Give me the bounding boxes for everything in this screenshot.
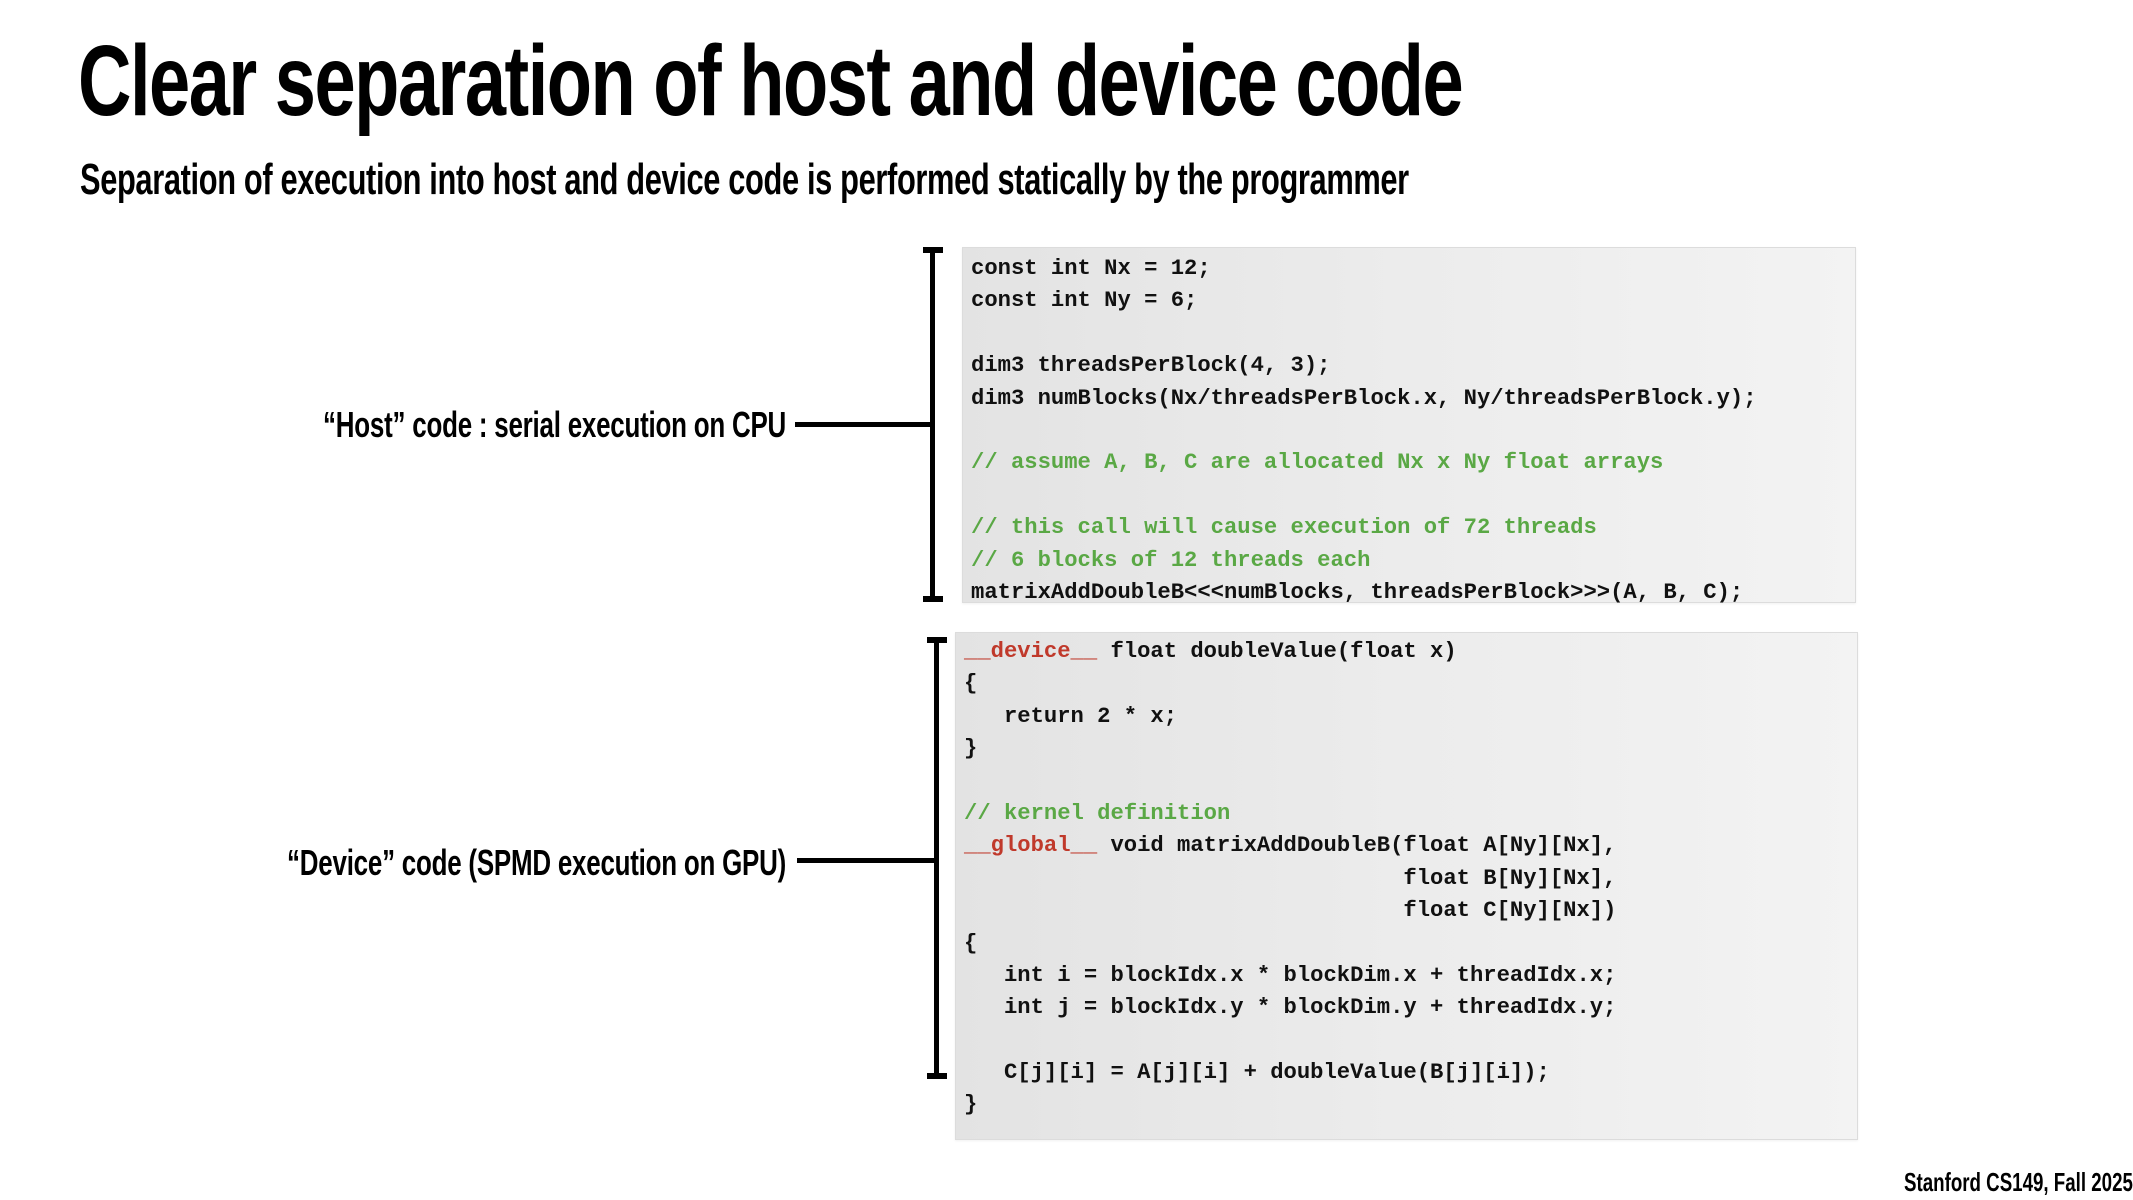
code-line: } <box>964 1089 1857 1121</box>
code-line <box>971 480 1855 512</box>
code-comment: // kernel definition <box>964 800 1231 826</box>
code-text: C[j][i] = A[j][i] + doubleValue(B[j][i])… <box>964 1060 1550 1086</box>
code-text: int j = blockIdx.y * blockDim.y + thread… <box>964 995 1617 1021</box>
code-comment: // 6 blocks of 12 threads each <box>971 547 1371 573</box>
code-line: // this call will cause execution of 72 … <box>971 512 1855 544</box>
code-line <box>964 1025 1857 1057</box>
code-line: int i = blockIdx.x * blockDim.x + thread… <box>964 960 1857 992</box>
code-keyword: __global__ <box>964 833 1098 859</box>
code-text: const int Nx = 12; <box>971 256 1211 281</box>
device-bracket-top-cap <box>927 637 947 643</box>
host-bracket-top-cap <box>923 247 943 253</box>
code-comment: // this call will cause execution of 72 … <box>971 515 1597 541</box>
slide-subtitle: Separation of execution into host and de… <box>80 155 1409 204</box>
code-text: return 2 * x; <box>964 703 1178 729</box>
code-text: const int Ny = 6; <box>971 288 1198 314</box>
code-line: dim3 numBlocks(Nx/threadsPerBlock.x, Ny/… <box>971 383 1855 415</box>
course-footer: Stanford CS149, Fall 2025 <box>1904 1167 2133 1197</box>
code-keyword: __device__ <box>964 639 1098 664</box>
code-text: dim3 threadsPerBlock(4, 3); <box>971 353 1331 379</box>
code-text: float doubleValue(float x) <box>1097 639 1457 664</box>
host-code-label: “Host” code : serial execution on CPU <box>323 404 786 445</box>
host-code-listing: const int Nx = 12; const int Ny = 6; dim3 … <box>971 253 1855 609</box>
code-text: matrixAddDoubleB<<<numBlocks, threadsPer… <box>971 579 1744 605</box>
device-code-label: “Device” code (SPMD execution on GPU) <box>287 842 786 883</box>
code-text: void matrixAddDoubleB(float A[Ny][Nx], <box>1097 833 1617 859</box>
device-connector-line <box>797 858 937 863</box>
code-line: __device__ float doubleValue(float x) <box>964 636 1857 668</box>
code-text: float B[Ny][Nx], <box>964 865 1617 891</box>
code-line: } <box>964 733 1857 765</box>
code-line: C[j][i] = A[j][i] + doubleValue(B[j][i])… <box>964 1057 1857 1089</box>
code-text: { <box>964 671 978 697</box>
code-text: float C[Ny][Nx]) <box>964 898 1617 924</box>
code-line: float B[Ny][Nx], <box>964 863 1857 895</box>
host-code-block: const int Nx = 12; const int Ny = 6; dim3 … <box>962 247 1856 605</box>
code-text: int i = blockIdx.x * blockDim.x + thread… <box>964 962 1617 988</box>
code-line: float C[Ny][Nx]) <box>964 895 1857 927</box>
code-line: dim3 threadsPerBlock(4, 3); <box>971 350 1855 382</box>
code-line: // kernel definition <box>964 798 1857 830</box>
code-line: // assume A, B, C are allocated Nx x Ny … <box>971 447 1855 479</box>
code-line: __global__ void matrixAddDoubleB(float A… <box>964 830 1857 862</box>
code-line: const int Nx = 12; <box>971 253 1855 285</box>
device-code-listing: __device__ float doubleValue(float x) { r… <box>964 636 1857 1122</box>
slide-title: Clear separation of host and device code <box>78 25 1464 137</box>
code-text: } <box>964 736 978 762</box>
host-bracket-bottom-cap <box>923 596 943 602</box>
code-line <box>971 415 1855 447</box>
code-line: const int Ny = 6; <box>971 285 1855 317</box>
code-line: // 6 blocks of 12 threads each <box>971 545 1855 577</box>
code-text: dim3 numBlocks(Nx/threadsPerBlock.x, Ny/… <box>971 385 1757 411</box>
host-connector-line <box>795 422 935 427</box>
code-text: } <box>964 1092 978 1118</box>
code-line <box>971 318 1855 350</box>
code-line: int j = blockIdx.y * blockDim.y + thread… <box>964 992 1857 1024</box>
code-comment: // assume A, B, C are allocated Nx x Ny … <box>971 450 1664 476</box>
code-line: return 2 * x; <box>964 701 1857 733</box>
code-line: { <box>964 928 1857 960</box>
device-code-block: __device__ float doubleValue(float x) { r… <box>955 632 1858 1140</box>
device-bracket-bottom-cap <box>927 1073 947 1079</box>
host-bracket <box>930 247 935 602</box>
device-bracket <box>934 637 939 1079</box>
code-line: matrixAddDoubleB<<<numBlocks, threadsPer… <box>971 577 1855 609</box>
code-line <box>964 766 1857 798</box>
code-line: { <box>964 668 1857 700</box>
code-text: { <box>964 930 978 956</box>
